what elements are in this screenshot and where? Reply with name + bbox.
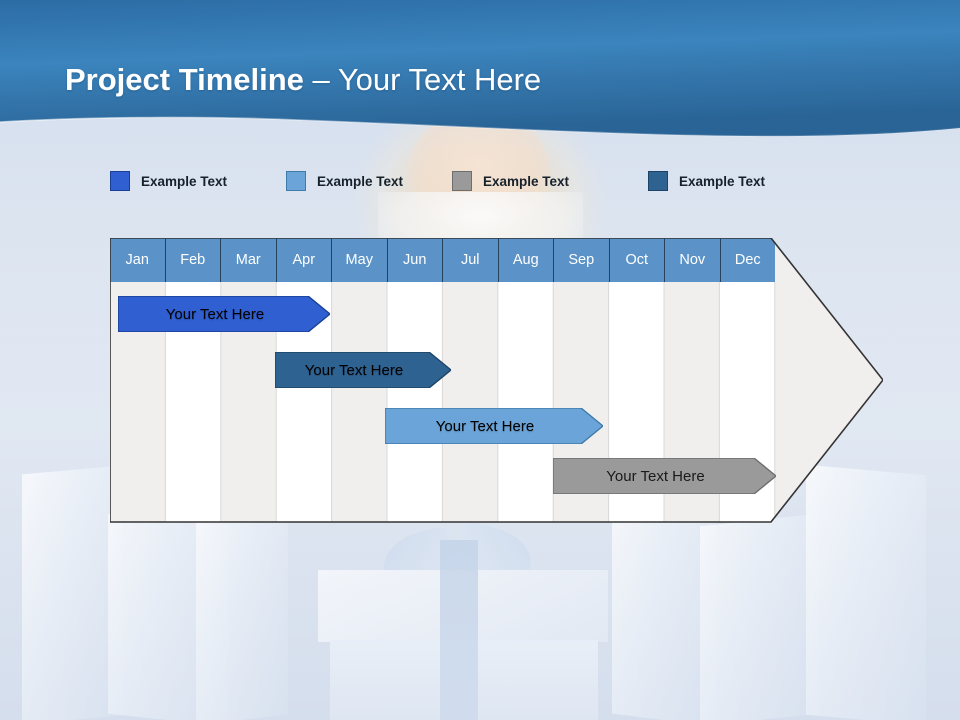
legend-item-3[interactable]: Example Text [452, 170, 569, 192]
month-cell-aug[interactable]: Aug [499, 238, 554, 282]
month-cell-apr[interactable]: Apr [277, 238, 332, 282]
timeline-bar-3-label: Your Text Here [435, 417, 535, 435]
month-cell-jan[interactable]: Jan [110, 238, 166, 282]
page-title-separator: – [303, 62, 338, 97]
timeline-bar-1[interactable]: Your Text Here [118, 296, 330, 332]
timeline-bar-1-label: Your Text Here [165, 305, 265, 323]
legend-item-label: Example Text [141, 173, 228, 189]
month-cell-oct[interactable]: Oct [610, 238, 665, 282]
month-cell-nov[interactable]: Nov [665, 238, 721, 282]
page-title-rest: Your Text Here [337, 62, 542, 97]
legend-item-4[interactable]: Example Text [648, 170, 765, 192]
month-cell-feb[interactable]: Feb [166, 238, 221, 282]
timeline-bar-3[interactable]: Your Text Here [385, 408, 603, 444]
timeline-bar-4-shape [553, 458, 776, 494]
legend: Example Text Example Text Example Text E… [110, 170, 810, 194]
header-band [0, 0, 960, 150]
page-title: Project Timeline – Your Text Here [65, 59, 541, 101]
legend-item-label: Example Text [483, 173, 570, 189]
timeline-bar-2-shape [275, 352, 451, 388]
month-cell-jul[interactable]: Jul [443, 238, 499, 282]
month-cell-dec[interactable]: Dec [734, 252, 761, 268]
timeline-bar-4-label: Your Text Here [606, 467, 705, 485]
legend-item-label: Example Text [317, 173, 404, 189]
legend-swatch-icon [648, 171, 668, 191]
timeline-bar-3-shape [385, 408, 603, 444]
timeline-bar-2-label: Your Text Here [304, 361, 404, 379]
timeline-bar-2[interactable]: Your Text Here [275, 352, 451, 388]
timeline-month-header: Jan Feb Mar Apr May Jun Jul Aug Sep Oct … [110, 238, 775, 282]
legend-item-label: Example Text [679, 173, 766, 189]
timeline-chart: Jan Feb Mar Apr May Jun Jul Aug Sep Oct … [110, 238, 883, 523]
month-cell-mar[interactable]: Mar [221, 238, 277, 282]
legend-swatch-icon [452, 171, 472, 191]
timeline-bar-1-shape [118, 296, 330, 332]
month-cell-may[interactable]: May [332, 238, 388, 282]
timeline-bar-4[interactable]: Your Text Here [553, 458, 776, 494]
page-title-bold: Project Timeline [65, 62, 304, 97]
month-cell-sep[interactable]: Sep [554, 238, 610, 282]
legend-item-2[interactable]: Example Text [286, 170, 403, 192]
month-cell-jun[interactable]: Jun [388, 238, 443, 282]
legend-swatch-icon [286, 171, 306, 191]
legend-swatch-icon [110, 171, 130, 191]
legend-item-1[interactable]: Example Text [110, 170, 227, 192]
